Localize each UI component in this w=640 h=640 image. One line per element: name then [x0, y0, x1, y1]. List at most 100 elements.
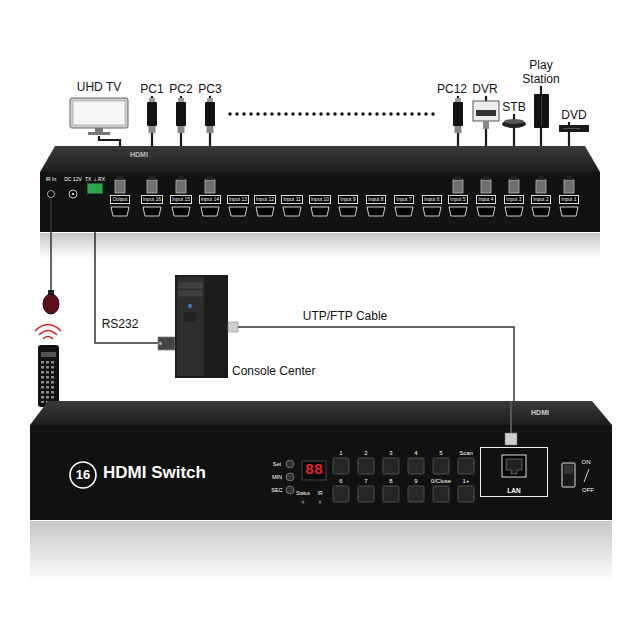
- pc-dongle: [147, 98, 157, 133]
- port-label: Input 15: [172, 196, 190, 203]
- hdmi-socket: [256, 207, 274, 216]
- remote-keys: [41, 360, 56, 403]
- ellipsis-dots: [230, 112, 438, 116]
- button-label: 9: [414, 478, 417, 485]
- remote-top-keys: [41, 352, 56, 357]
- hdmi-input-port: Input 14: [199, 195, 221, 204]
- ir-waves: [35, 325, 61, 340]
- device-label: PC1: [140, 82, 163, 96]
- switch-label: OFF: [582, 487, 594, 494]
- device-label: PC12: [437, 82, 467, 96]
- key-button: [433, 458, 449, 474]
- drive-bay: [179, 291, 202, 296]
- device-label: Console Center: [232, 365, 315, 379]
- logo-number: 16: [76, 468, 90, 482]
- hdmi-input-port: Input 15: [170, 195, 192, 204]
- key-button: [383, 486, 399, 502]
- port-label: Input 14: [201, 196, 219, 203]
- hdmi-plug: [564, 176, 574, 193]
- dvr-plug: [483, 121, 489, 129]
- power-switch: [562, 463, 575, 487]
- cable-label: UTP/FTP Cable: [301, 309, 389, 323]
- key-button: [333, 458, 349, 474]
- device-label: Play Station: [518, 58, 564, 86]
- hdmi-socket: [283, 207, 301, 216]
- button-label: 4: [414, 450, 417, 457]
- hdmi-plug: [453, 176, 463, 193]
- hdmi-plug: [536, 176, 546, 193]
- hdmi-socket: [339, 207, 357, 216]
- switch-label: ON: [582, 459, 591, 466]
- rear-panel-reflection: [40, 233, 600, 259]
- ir-wire: [50, 199, 52, 293]
- key-button: [358, 458, 374, 474]
- console-stripe: [541, 96, 542, 126]
- rs232-terminal: TX ⊥ RX: [85, 176, 105, 194]
- hdmi-socket: [449, 207, 467, 216]
- ir-in-port: IR In: [46, 176, 57, 182]
- hdmi-socket: [477, 207, 495, 216]
- key-button: [358, 486, 374, 502]
- button-label: Scan: [459, 450, 473, 457]
- front-panel-top: [30, 401, 612, 425]
- hdmi-socket: [367, 207, 385, 216]
- port-label: LAN: [507, 487, 520, 496]
- device-label: DVR: [472, 82, 497, 96]
- hdmi-input-port: Input 1: [559, 195, 578, 204]
- hdmi-plug: [509, 176, 519, 193]
- dvr-front: [476, 110, 496, 116]
- set-button: [286, 486, 294, 494]
- port-label: Input 16: [143, 196, 161, 203]
- hdmi-plug: [147, 176, 157, 193]
- port-label: Input 2: [533, 196, 548, 203]
- device-label: DVD: [561, 108, 586, 122]
- console-body: [534, 94, 549, 128]
- hdmi-input-port: Input 10: [309, 195, 331, 204]
- hdmi-plug: [205, 176, 215, 193]
- dvr-box: [473, 101, 499, 121]
- key-button: [408, 458, 424, 474]
- device-label: PC2: [169, 82, 192, 96]
- brand-name: HDMI Switch: [103, 463, 206, 483]
- port-label: Input 3: [506, 196, 521, 203]
- hdmi-input-port: Input 12: [254, 195, 276, 204]
- hdmi-plug: [481, 176, 491, 193]
- status-led: [302, 501, 305, 504]
- rj45-socket-inner: [506, 459, 522, 474]
- lan-cable: [510, 401, 512, 434]
- hdmi-socket: [201, 207, 219, 216]
- hdmi-socket: [532, 207, 550, 216]
- port-label: DC 12V: [64, 176, 82, 182]
- port-label: Input 11: [283, 196, 301, 203]
- tower-front: [177, 277, 204, 376]
- hdmi-socket: [505, 207, 523, 216]
- key-button: [458, 458, 474, 474]
- port-label: Input 6: [424, 196, 439, 203]
- hdmi-input-port: Input 11: [281, 195, 303, 204]
- dc-jack: [69, 190, 77, 198]
- hdmi-plug: [176, 176, 186, 193]
- hdmi-socket: [423, 207, 441, 216]
- key-button: [433, 486, 449, 502]
- button-label: Set: [273, 461, 281, 467]
- front-panel-face: [30, 425, 612, 520]
- hdmi-plug: [115, 176, 125, 193]
- lan-port: LAN: [480, 447, 548, 497]
- button-label: SEC: [271, 487, 282, 493]
- logo-ring: [70, 462, 96, 488]
- hdmi-socket: [395, 207, 413, 216]
- button-label: 7: [364, 478, 367, 485]
- dc-jack-pin: [72, 193, 74, 195]
- hdmi-socket: [229, 207, 247, 216]
- port-label: Input 5: [450, 196, 465, 203]
- hdmi-input-port: Input 16: [141, 195, 163, 204]
- button-label: 1+: [463, 478, 470, 485]
- set-button: [286, 460, 294, 468]
- port-label: Input 1: [561, 196, 576, 203]
- device-label: PC3: [198, 82, 221, 96]
- ir-window: [319, 501, 322, 504]
- indicator-label: Status: [296, 491, 310, 497]
- port-label: TX ⊥ RX: [85, 176, 105, 182]
- hdmi-input-port: Input 13: [227, 195, 249, 204]
- button-label: 2: [364, 450, 367, 457]
